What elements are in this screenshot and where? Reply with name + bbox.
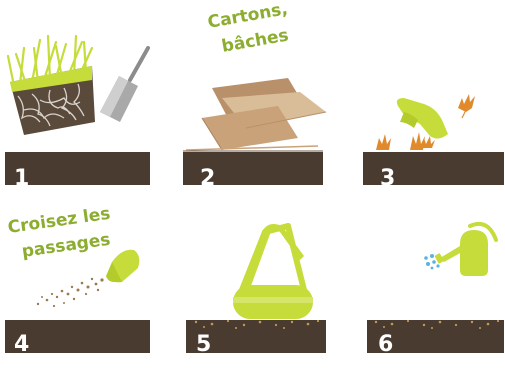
step-number-2: 2: [200, 168, 215, 190]
panel-1: [5, 36, 150, 185]
grass-clump-icon: [8, 36, 95, 135]
cardboard-sheets-icon: [186, 78, 326, 150]
seeds-icon: [37, 278, 104, 307]
gloved-hand-icon: [397, 98, 448, 139]
watering-can-icon: [434, 224, 496, 276]
lawn-roller-icon: [233, 224, 313, 319]
step-number-6: 6: [378, 334, 393, 356]
spade-icon: [100, 48, 148, 122]
seed-bag-icon: [106, 250, 139, 283]
step-number-3: 3: [380, 168, 395, 190]
step-number-4: 4: [14, 334, 29, 356]
step-number-1: 1: [14, 168, 29, 190]
step-number-5: 5: [196, 334, 211, 356]
